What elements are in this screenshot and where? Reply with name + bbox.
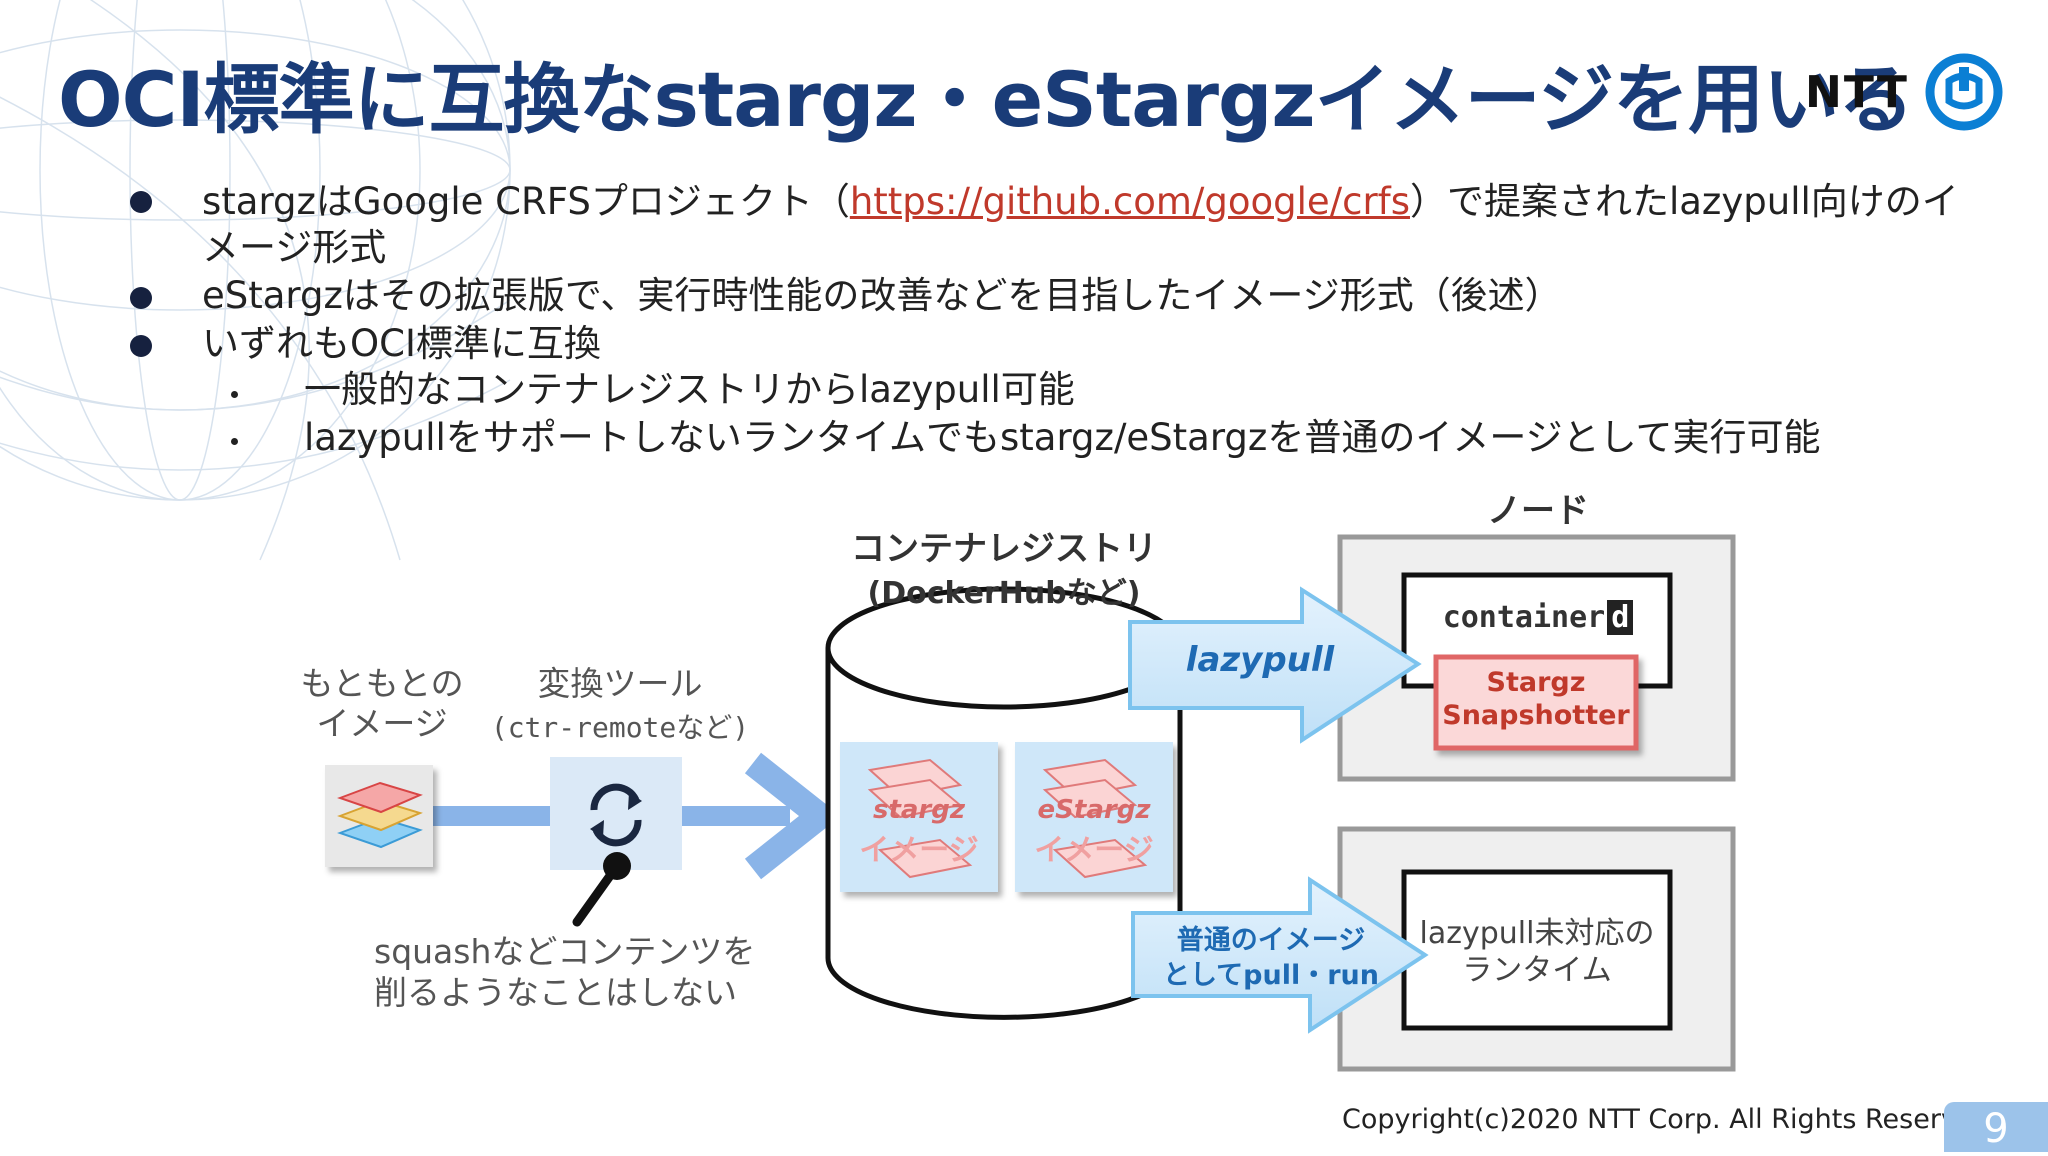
ntt-logo-text: NTT	[1805, 66, 1909, 118]
squash-note-1: squashなどコンテンツを	[374, 932, 756, 971]
sub-bullet-dot	[231, 438, 238, 445]
runtime-box	[1401, 869, 1673, 1031]
original-image-label-1: もともとの	[300, 664, 464, 703]
sub-bullet-item-2: lazypullをサポートしないランタイムでもstargz/eStargzを普通…	[304, 416, 1821, 459]
bullet-dot	[130, 191, 152, 213]
stargz-label-2: イメージ	[859, 833, 979, 868]
conversion-tool-icon	[550, 757, 682, 870]
ntt-logo-mark-icon	[1925, 53, 2003, 131]
globe-background	[0, 0, 511, 561]
bullet-dot	[130, 335, 152, 357]
sub-bullet-item-1: 一般的なコンテナレジストリからlazypull可能	[304, 368, 1075, 411]
registry-title: コンテナレジストリ	[851, 529, 1157, 569]
runtime-label-1: lazypull未対応の	[1419, 916, 1655, 951]
bullet-dot	[130, 287, 152, 309]
tool-label-1: 変換ツール	[537, 664, 703, 703]
normal-arrow-label-1: 普通のイメージ	[1176, 925, 1366, 956]
page-number: 9	[1944, 1102, 2048, 1152]
bullet-item-2: eStargzはその拡張版で、実行時性能の改善などを目指したイメージ形式（後述）	[202, 274, 1562, 317]
bullet-1-text-post: ）で提案されたlazypull向けのイ	[1409, 180, 1959, 223]
squash-note-2: 削るようなことはしない	[374, 973, 737, 1012]
stargz-image-card	[840, 742, 998, 892]
estargz-label-1: eStargz	[1037, 795, 1151, 825]
crfs-link[interactable]: https://github.com/google/crfs	[849, 180, 1410, 223]
runtime-label-2: ランタイム	[1462, 953, 1612, 988]
bullet-item-3: いずれもOCI標準に互換	[202, 322, 601, 365]
bullet-item-1: stargzはGoogle CRFSプロジェクト（https://github.…	[202, 178, 1959, 226]
sub-bullet-dot	[231, 391, 238, 398]
lazypull-arrow-label: lazypull	[1185, 640, 1335, 680]
bullet-1-text-pre: stargzはGoogle CRFSプロジェクト（	[202, 180, 850, 223]
copyright-footer: Copyright(c)2020 NTT Corp. All Rights Re…	[1342, 1104, 2000, 1135]
stargz-snapshotter-box	[1433, 654, 1639, 751]
registry-subtitle: (DockerHubなど)	[867, 576, 1141, 611]
lazypull-arrow	[1128, 586, 1422, 744]
containerd-logo-text: container	[1442, 600, 1606, 635]
stargz-label-1: stargz	[872, 795, 965, 825]
tool-label-2: (ctr-remoteなど)	[490, 711, 750, 744]
estargz-label-2: イメージ	[1034, 833, 1154, 868]
containerd-logo-d: d	[1607, 600, 1634, 635]
snapshotter-label-2: Snapshotter	[1442, 700, 1630, 731]
estargz-image-card	[1015, 742, 1173, 892]
bullet-1-continuation: メージ形式	[202, 226, 387, 269]
node-title: ノード	[1487, 491, 1589, 531]
ntt-logo: NTT	[1805, 52, 2005, 132]
original-image-label-2: イメージ	[316, 704, 448, 743]
normal-pull-arrow	[1131, 876, 1429, 1034]
original-image-icon	[325, 765, 433, 867]
slide-title: OCI標準に互換なstargz・eStargzイメージを用いる	[58, 55, 1914, 144]
container-registry-cylinder	[825, 586, 1183, 1020]
callout-pointer	[572, 852, 631, 927]
normal-arrow-label-2: としてpull・run	[1162, 960, 1379, 991]
snapshotter-label-1: Stargz	[1486, 667, 1586, 698]
